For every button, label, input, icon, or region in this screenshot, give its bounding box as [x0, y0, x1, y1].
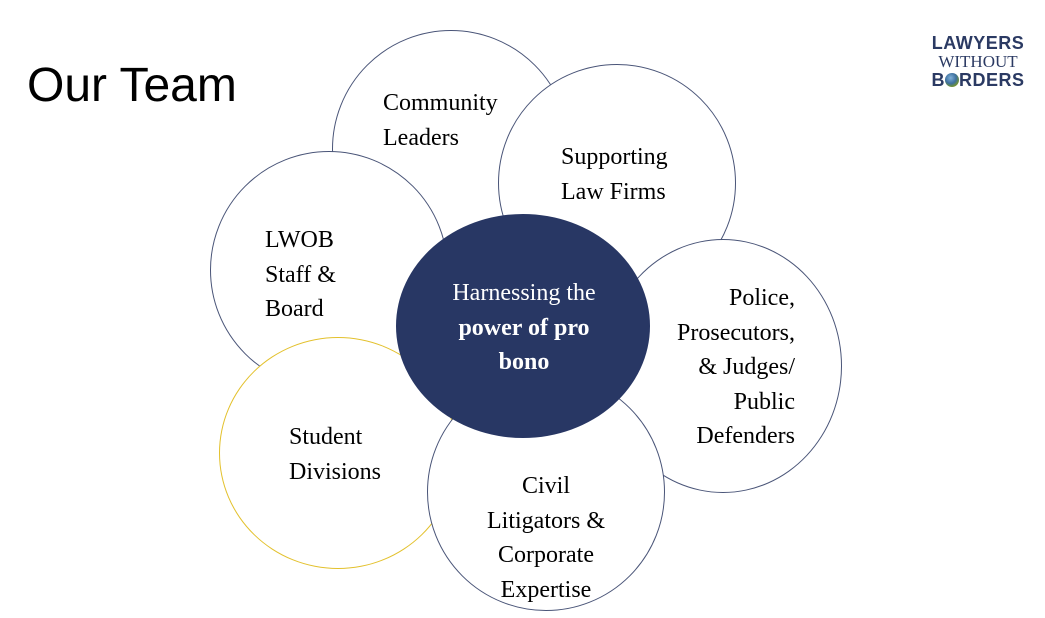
- label-lwob-staff-board: LWOB Staff & Board: [265, 227, 336, 322]
- center-circle: [396, 214, 650, 438]
- logo-line-2: WITHOUT: [938, 52, 1018, 71]
- label-supporting-law-firms: Supporting Law Firms: [561, 144, 668, 205]
- logo-line-3-suffix: RDERS: [958, 70, 1025, 90]
- globe-icon: [944, 73, 959, 87]
- logo-line-3: B RDERS: [918, 71, 1038, 89]
- label-student-divisions: Student Divisions: [289, 424, 382, 485]
- label-community-leaders: Community Leaders: [383, 90, 498, 151]
- logo-line-1: LAWYERS: [931, 33, 1025, 53]
- slide-title: Our Team: [27, 59, 237, 112]
- label-police-prosecutors: Police, Prosecutors, & Judges/ Public De…: [677, 285, 795, 449]
- label-center: Harnessing the power of pro bono: [452, 280, 596, 375]
- label-civil-litigators: Civil Litigators & Corporate Expertise: [487, 473, 605, 603]
- lawyers-without-borders-logo: LAWYERS WITHOUT B RDERS: [918, 34, 1038, 89]
- logo-line-3-prefix: B: [931, 70, 945, 90]
